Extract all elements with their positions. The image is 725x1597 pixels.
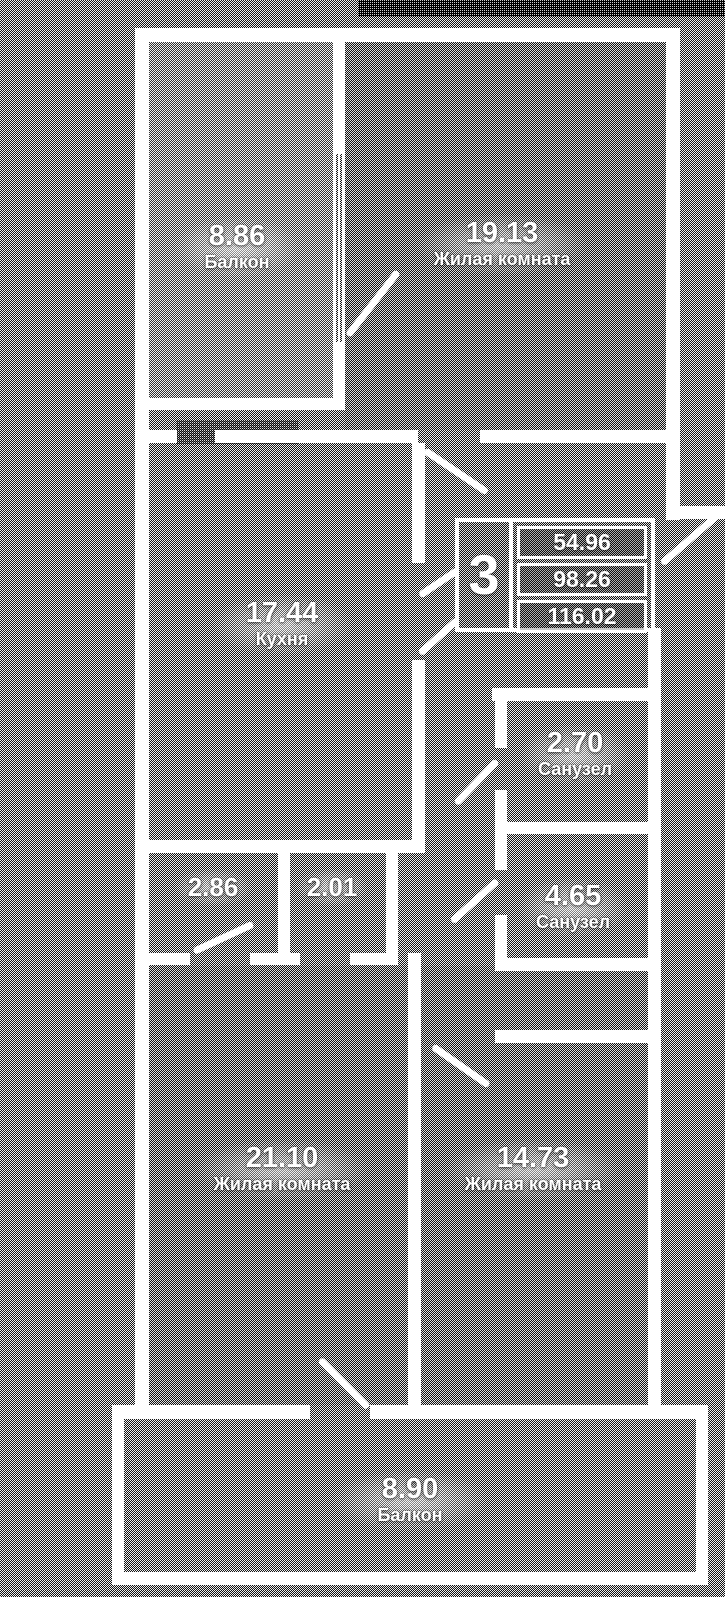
wall-segment bbox=[666, 28, 680, 520]
room-label-living-top: 19.13 Жилая комната bbox=[392, 210, 612, 279]
total-area-with-balconies-value: 116.02 bbox=[517, 600, 647, 633]
wall-segment bbox=[149, 398, 345, 410]
room-label-living-left: 21.10 Жилая комната bbox=[172, 1135, 392, 1204]
wall-segment bbox=[350, 953, 398, 965]
room-name: Жилая комната bbox=[213, 1174, 351, 1195]
leader-line bbox=[417, 617, 460, 657]
wall-segment bbox=[696, 1405, 708, 1585]
wall-segment bbox=[135, 28, 680, 42]
room-area: 21.10 bbox=[245, 1142, 319, 1174]
wall-segment bbox=[412, 443, 425, 563]
room-label-balcony-bottom: 8.90 Балкон bbox=[310, 1466, 510, 1535]
wall-segment bbox=[112, 1405, 310, 1419]
wall-segment bbox=[149, 430, 177, 443]
room-name: Жилая комната bbox=[464, 1174, 602, 1195]
room-name: Жилая комната bbox=[433, 249, 571, 270]
door-swing-line bbox=[423, 447, 490, 496]
living-area-value: 54.96 bbox=[517, 526, 647, 559]
room-label-living-right: 14.73 Жилая комната bbox=[423, 1135, 643, 1204]
room-name: Балкон bbox=[377, 1505, 443, 1526]
room-name: Санузел bbox=[537, 759, 613, 780]
door-swing-line bbox=[449, 878, 500, 925]
top-edge-noise bbox=[358, 0, 725, 17]
window-glass-line bbox=[338, 154, 340, 342]
room-area: 17.44 bbox=[245, 597, 319, 629]
room-label-kitchen: 17.44 Кухня bbox=[192, 590, 372, 659]
room-label-wc-small: 2.70 Санузел bbox=[505, 720, 645, 789]
wall-segment bbox=[495, 701, 507, 748]
wall-segment bbox=[149, 953, 190, 965]
wall-segment bbox=[480, 430, 666, 443]
room-name: Кухня bbox=[255, 629, 309, 650]
wall-segment bbox=[492, 688, 661, 701]
leader-line bbox=[418, 567, 460, 599]
wall-segment bbox=[149, 840, 425, 853]
room-area: 2.01 bbox=[306, 872, 358, 902]
wall-segment bbox=[648, 628, 661, 1418]
room-label-balcony-top: 8.86 Балкон bbox=[157, 213, 317, 282]
wall-segment bbox=[215, 430, 418, 443]
room-area: 19.13 bbox=[465, 217, 539, 249]
rooms-count: 3 bbox=[459, 522, 513, 628]
room-name: Санузел bbox=[535, 912, 611, 933]
wall-segment bbox=[386, 853, 398, 953]
room-label-bathroom: 4.65 Санузел bbox=[503, 873, 643, 942]
wall-segment bbox=[370, 1405, 708, 1419]
room-area: 2.86 bbox=[187, 872, 239, 902]
room-area: 8.90 bbox=[381, 1473, 439, 1505]
wall-segment bbox=[112, 1572, 708, 1585]
apartment-info-box: 3 54.96 98.26 116.02 bbox=[455, 518, 655, 633]
door-swing-line bbox=[453, 758, 500, 806]
room-area: 8.86 bbox=[208, 220, 266, 252]
room-label-storage-left: 2.86 bbox=[163, 866, 263, 910]
window-glass-line bbox=[342, 154, 345, 342]
wall-segment bbox=[495, 958, 661, 971]
window-glass-line bbox=[333, 154, 336, 342]
wall-segment bbox=[495, 822, 661, 834]
total-area-value: 98.26 bbox=[517, 563, 647, 596]
room-area: 14.73 bbox=[496, 1142, 570, 1174]
wall-segment bbox=[495, 1030, 661, 1043]
area-values: 54.96 98.26 116.02 bbox=[513, 522, 651, 633]
wall-segment bbox=[250, 953, 300, 965]
door-swing-line bbox=[192, 920, 255, 955]
wall-segment bbox=[333, 342, 345, 398]
room-name: Балкон bbox=[204, 252, 270, 273]
room-area: 4.65 bbox=[544, 880, 602, 912]
wall-segment bbox=[408, 953, 421, 1405]
wall-segment bbox=[412, 660, 425, 840]
wall-segment bbox=[135, 28, 149, 1418]
room-area: 2.70 bbox=[546, 727, 604, 759]
wall-segment bbox=[333, 42, 345, 154]
wall-segment bbox=[112, 1405, 124, 1585]
room-label-storage-right: 2.01 bbox=[286, 866, 378, 910]
